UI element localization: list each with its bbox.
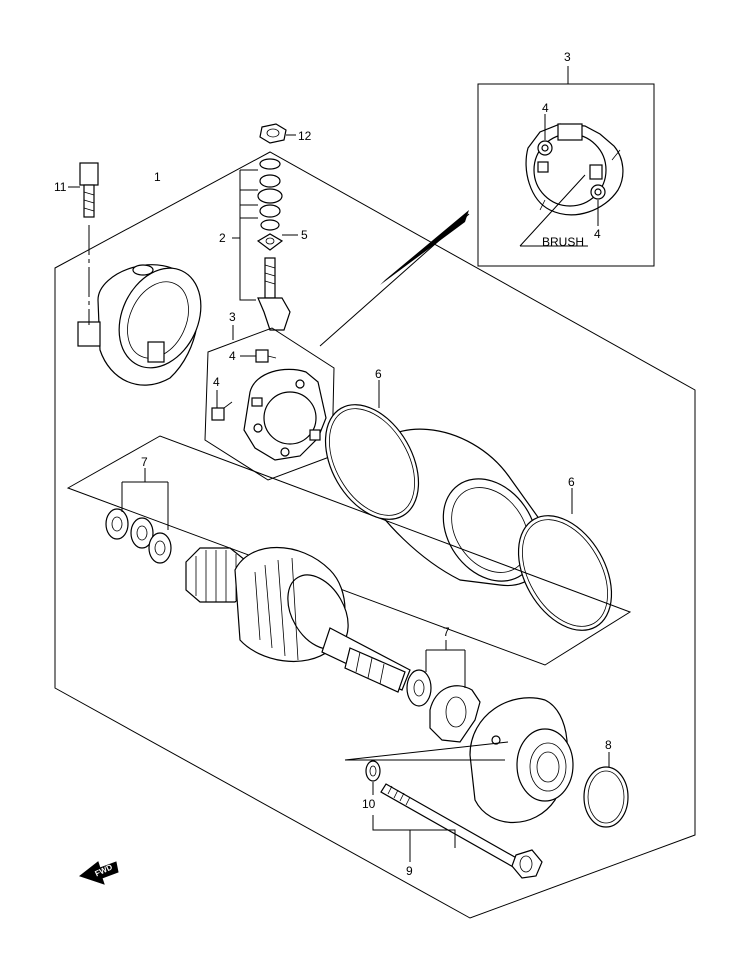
label-part-3-mid: 3	[229, 310, 236, 324]
label-part-9: 9	[406, 864, 413, 878]
label-part-6b: 6	[568, 475, 575, 489]
label-part-7b: 7	[443, 625, 450, 639]
bolt-11	[79, 162, 99, 218]
fwd-arrow-icon	[78, 861, 119, 885]
assembly-outline-frame	[54, 151, 696, 919]
nut-12	[259, 123, 287, 144]
terminal-washer-stack	[256, 158, 291, 331]
brush-callout-leader	[519, 174, 588, 247]
o-ring-6a	[324, 404, 420, 520]
part-2-bracket	[232, 169, 258, 301]
front-housing	[469, 697, 574, 823]
armature	[185, 546, 411, 693]
inset-brush-holder	[525, 123, 624, 216]
brush-holder-hex-frame	[204, 327, 335, 481]
end-cover-housing	[77, 264, 202, 386]
brush-detail-inset-box	[477, 83, 655, 267]
o-ring-8	[583, 766, 629, 828]
front-housing-pointer	[344, 741, 509, 761]
label-part-7a: 7	[141, 455, 148, 469]
label-part-4-mid-b: 4	[213, 375, 220, 389]
label-brush: BRUSH	[542, 235, 584, 249]
label-part-1: 1	[154, 170, 161, 184]
inset-pointer-wedge	[380, 210, 469, 285]
label-part-5: 5	[301, 228, 308, 242]
washers-7b	[406, 669, 481, 743]
label-part-12: 12	[298, 129, 312, 143]
label-part-3-inset: 3	[564, 50, 571, 64]
label-part-4-inset-top: 4	[542, 101, 549, 115]
through-bolt-9	[380, 783, 543, 879]
label-part-6a: 6	[375, 367, 382, 381]
label-part-4-mid-a: 4	[229, 349, 236, 363]
label-part-8: 8	[605, 738, 612, 752]
label-part-10: 10	[362, 797, 376, 811]
part-7a-bracket	[121, 468, 169, 530]
brush-b	[211, 401, 233, 421]
washer-10	[365, 760, 381, 782]
part-9-bracket	[372, 815, 456, 862]
part-7b-bracket	[425, 640, 466, 688]
washers-7a	[105, 508, 172, 564]
brush-a	[255, 349, 277, 363]
label-part-2: 2	[219, 231, 226, 245]
label-part-4-inset-bottom: 4	[594, 227, 601, 241]
label-part-11: 11	[54, 180, 67, 194]
o-ring-6b	[517, 515, 613, 631]
brush-holder-plate	[243, 368, 327, 461]
yoke-group-frame	[66, 435, 632, 666]
